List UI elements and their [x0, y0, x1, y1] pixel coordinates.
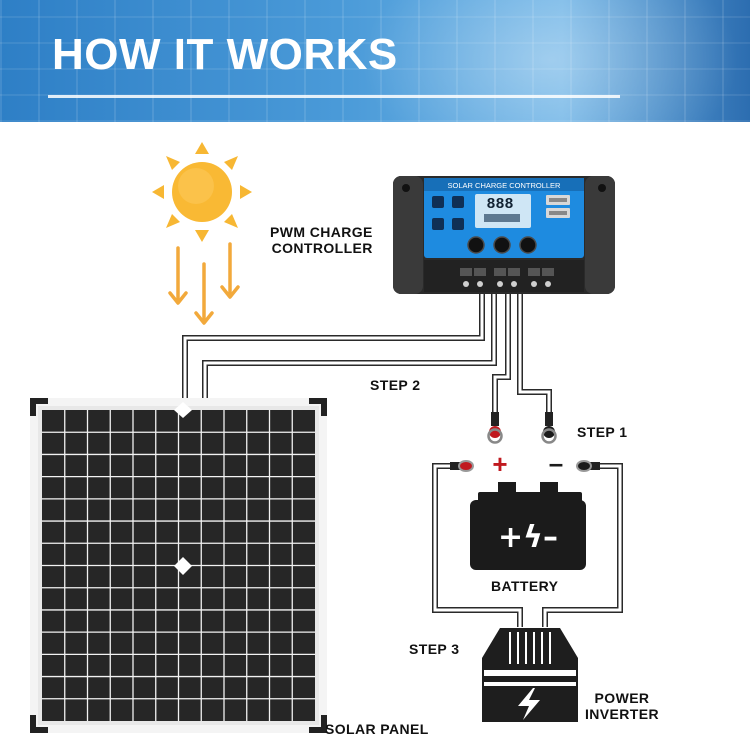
positive-ring-terminal: [487, 412, 503, 444]
panel-to-controller-wires: [182, 292, 497, 398]
inverter-negative-connector: [576, 460, 600, 472]
sky-glow: [360, 0, 740, 122]
sunlight-arrows-icon: [168, 242, 240, 325]
solar-panel-label: SOLAR PANEL: [325, 721, 429, 737]
solar-panel-icon: [30, 398, 327, 733]
sun-icon: [152, 142, 252, 242]
controller-label-line1: PWM CHARGE: [270, 224, 373, 240]
title-underline: [48, 95, 620, 98]
inverter-positive-connector: [450, 460, 474, 472]
inverter-label: POWER INVERTER: [585, 690, 659, 722]
battery-to-inverter-wires: [432, 463, 623, 627]
battery-label: BATTERY: [491, 578, 559, 594]
battery-minus-sign: –: [549, 448, 563, 478]
inverter-label-line1: POWER: [594, 690, 650, 706]
power-inverter-icon: [482, 628, 578, 722]
controller-to-battery-wires: [492, 292, 552, 418]
header-banner: HOW IT WORKS: [0, 0, 750, 122]
solar-panel-background: [0, 0, 750, 122]
step-3-label: STEP 3: [409, 641, 460, 657]
page-title: HOW IT WORKS: [52, 30, 398, 79]
negative-ring-terminal: [541, 412, 557, 444]
step-2-label: STEP 2: [370, 377, 421, 393]
step-1-label: STEP 1: [577, 424, 628, 440]
controller-display-value: 888: [486, 196, 513, 213]
controller-label: PWM CHARGE CONTROLLER: [270, 224, 373, 256]
inverter-label-line2: INVERTER: [585, 706, 659, 722]
controller-header-text: SOLAR CHARGE CONTROLLER: [448, 181, 562, 190]
battery-icon: +ϟ–: [470, 482, 586, 570]
battery-symbols: +ϟ–: [498, 520, 558, 555]
charge-controller-icon: SOLAR CHARGE CONTROLLER 888: [393, 176, 615, 294]
controller-label-line2: CONTROLLER: [271, 240, 373, 256]
battery-plus-sign: +: [492, 449, 507, 479]
